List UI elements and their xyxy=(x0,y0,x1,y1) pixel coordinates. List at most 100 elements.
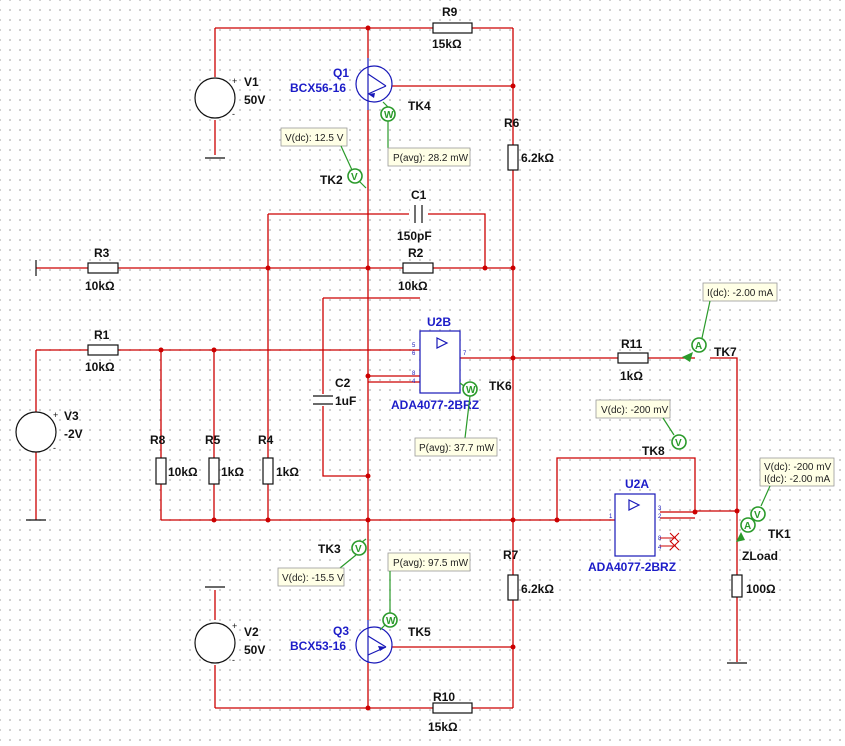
v2-value: 50V xyxy=(244,643,265,657)
u2a-pin-d: 8 xyxy=(658,536,662,542)
tk7-readout-box xyxy=(702,282,778,302)
resistor-r5[interactable] xyxy=(208,457,220,485)
tk7-amp-icon: A xyxy=(695,341,702,352)
r1-ref: R1 xyxy=(94,328,110,342)
opamp-u2a[interactable]: 3 2 1 8 4 xyxy=(609,493,680,557)
u2b-pin-b: 6 xyxy=(412,351,416,357)
tk4-readout: P(avg): 28.2 mW xyxy=(393,153,469,164)
tk3-label: TK3 xyxy=(318,542,341,556)
resistor-r7[interactable] xyxy=(507,574,519,601)
transistor-q1[interactable] xyxy=(355,58,393,110)
tk2-volt-icon: V xyxy=(351,172,358,183)
r4-ref: R4 xyxy=(258,433,274,447)
v1-ref: V1 xyxy=(244,75,259,89)
tk2-readout: V(dc): 12.5 V xyxy=(285,133,344,144)
tk3-readout-box xyxy=(277,567,345,587)
c1-ref: C1 xyxy=(411,188,427,202)
tk4-label: TK4 xyxy=(408,99,431,113)
zload-value: 100Ω xyxy=(746,582,776,596)
ground-symbols xyxy=(26,157,747,664)
voltage-source-v1[interactable] xyxy=(194,77,236,119)
u2a-pin-b: 2 xyxy=(658,514,662,520)
r5-ref: R5 xyxy=(205,433,221,447)
c2-value: 1uF xyxy=(335,394,356,408)
probe-tk3[interactable]: V xyxy=(339,538,367,569)
q3-ref: Q3 xyxy=(333,624,349,638)
u2b-pin-c: 7 xyxy=(463,351,467,357)
tk7-readout: I(dc): -2.00 mA xyxy=(707,288,773,299)
probe-tk8[interactable]: V xyxy=(662,417,687,450)
tk5-readout: P(avg): 97.5 mW xyxy=(393,558,469,569)
probe-tk5[interactable]: W xyxy=(379,571,398,631)
r9-value: 15kΩ xyxy=(432,37,462,51)
v3-ref: V3 xyxy=(64,409,79,423)
u2a-ref: U2A xyxy=(625,477,649,491)
transistor-q3[interactable] xyxy=(355,620,393,664)
capacitor-c2[interactable] xyxy=(313,395,333,405)
q3-part: BCX53-16 xyxy=(290,639,346,653)
voltage-source-v3[interactable] xyxy=(15,411,57,453)
tk1-readout-line2: I(dc): -2.00 mA xyxy=(764,474,830,485)
resistor-r1[interactable] xyxy=(87,344,119,356)
r7-value: 6.2kΩ xyxy=(521,582,554,596)
resistor-zload[interactable] xyxy=(731,574,743,598)
tk6-readout-box xyxy=(414,437,498,457)
r3-ref: R3 xyxy=(94,246,110,260)
r10-value: 15kΩ xyxy=(428,720,458,734)
r4-value: 1kΩ xyxy=(276,465,299,479)
v1-plus-sign: + xyxy=(232,76,237,86)
tk1-volt-icon: V xyxy=(754,510,761,521)
tk4-watt-icon: W xyxy=(384,110,394,121)
voltage-source-v2[interactable] xyxy=(194,622,236,664)
capacitor-c1[interactable] xyxy=(410,205,427,223)
resistor-r4[interactable] xyxy=(262,457,274,485)
c1-value: 150pF xyxy=(397,229,432,243)
resistor-r6[interactable] xyxy=(507,144,519,171)
probe-tk1[interactable]: V A xyxy=(736,485,771,542)
r8-value: 10kΩ xyxy=(168,465,198,479)
probe-tk7[interactable]: A xyxy=(682,300,711,362)
c2-ref: C2 xyxy=(335,376,351,390)
tk3-readout: V(dc): -15.5 V xyxy=(282,573,344,584)
junctions xyxy=(158,25,740,711)
probe-tk6[interactable]: W xyxy=(459,381,478,439)
r2-value: 10kΩ xyxy=(398,279,428,293)
tk1-label: TK1 xyxy=(768,527,791,541)
r6-ref: R6 xyxy=(504,116,520,130)
probe-tk2[interactable]: V xyxy=(340,145,367,189)
tk8-volt-icon: V xyxy=(675,438,682,449)
r5-value: 1kΩ xyxy=(221,465,244,479)
r7-ref: R7 xyxy=(503,548,519,562)
resistor-r10[interactable] xyxy=(432,702,473,714)
u2a-part: ADA4077-2BRZ xyxy=(588,560,676,574)
resistor-r11[interactable] xyxy=(617,352,649,364)
r9-ref: R9 xyxy=(442,5,458,19)
resistor-r9[interactable] xyxy=(432,22,473,34)
u2b-pin-d: 8 xyxy=(412,371,416,377)
resistor-r2[interactable] xyxy=(402,262,434,274)
v1-minus-sign: - xyxy=(232,109,235,119)
tk6-label: TK6 xyxy=(489,379,512,393)
u2a-pin-e: 4 xyxy=(658,545,662,551)
tk2-readout-box xyxy=(280,127,348,147)
tk5-label: TK5 xyxy=(408,625,431,639)
v2-minus-sign: - xyxy=(232,655,235,665)
resistor-r8[interactable] xyxy=(155,457,167,485)
v3-value: -2V xyxy=(64,427,83,441)
tk5-readout-box xyxy=(387,552,471,572)
r3-value: 10kΩ xyxy=(85,279,115,293)
r6-value: 6.2kΩ xyxy=(521,151,554,165)
opamp-u2b[interactable]: 5 6 7 8 4 xyxy=(412,330,467,394)
v3-minus-sign: - xyxy=(53,443,56,453)
v3-plus-sign: + xyxy=(53,410,58,420)
tk4-readout-box xyxy=(387,147,471,167)
tk7-label: TK7 xyxy=(714,345,737,359)
tk8-readout: V(dc): -200 mV xyxy=(601,405,669,416)
tk5-watt-icon: W xyxy=(386,616,396,627)
tk3-volt-icon: V xyxy=(355,544,362,555)
r11-ref: R11 xyxy=(621,337,643,351)
u2b-ref: U2B xyxy=(427,315,451,329)
resistor-r3[interactable] xyxy=(87,262,119,274)
probe-tk4[interactable]: W xyxy=(380,101,396,148)
tk2-label: TK2 xyxy=(320,173,343,187)
